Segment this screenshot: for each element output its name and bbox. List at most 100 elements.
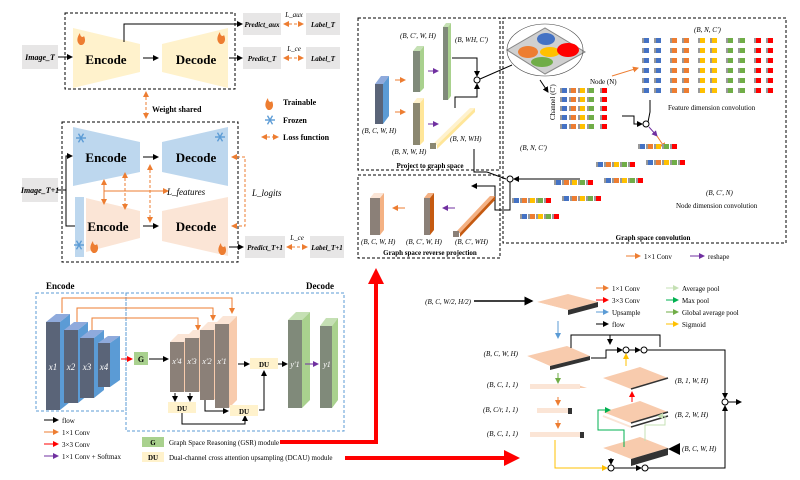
node-cube [571, 88, 576, 93]
image-t-label: Image_T [24, 53, 56, 62]
node-cube [562, 106, 567, 111]
svg-text:(B, C, W, H): (B, C, W, H) [484, 350, 519, 358]
node-cube [530, 198, 535, 203]
node-cube [672, 88, 677, 93]
svg-text:3×3 Conv: 3×3 Conv [612, 297, 640, 305]
du-module [250, 358, 278, 369]
svg-text:flow: flow [612, 321, 626, 329]
node-cube [740, 58, 745, 63]
node-cube [740, 88, 745, 93]
node-cube [571, 124, 576, 129]
panel-c-gsr: Project to graph space Graph space rever… [357, 17, 787, 261]
svg-text:x4: x4 [99, 362, 109, 372]
node-cube [522, 214, 527, 219]
node-cube [756, 38, 761, 43]
svg-text:Graph Space Reasoning (GSR) mo: Graph Space Reasoning (GSR) module [169, 439, 279, 447]
svg-text:(B, C', W, H): (B, C', W, H) [400, 32, 437, 40]
node-cube [712, 88, 717, 93]
decoder-block-x1p: x'1 [215, 316, 237, 408]
node-cube [700, 48, 705, 53]
flame-icon [265, 98, 274, 110]
node-cube [768, 68, 773, 73]
node-cube [556, 180, 561, 185]
student-encode-label: Encode [87, 219, 128, 234]
node-cube [588, 196, 593, 201]
svg-text:(B, 1, W, H): (B, 1, W, H) [675, 377, 709, 385]
node-cube [589, 124, 594, 129]
student-encoder [86, 198, 140, 252]
node-cube [712, 68, 717, 73]
loss-ce-student: L_ce [289, 234, 304, 242]
node-cube [740, 38, 745, 43]
node-cube [622, 178, 627, 183]
svg-text:(B, C', N): (B, C', N) [706, 189, 733, 197]
node-cube [638, 178, 643, 183]
svg-text:(B, C, W, H): (B, C, W, H) [361, 238, 396, 246]
node-cube [656, 68, 661, 73]
node-cube [680, 160, 685, 165]
loss-logits: L_logits [251, 188, 282, 198]
svg-text:(B, C', W, H): (B, C', W, H) [406, 238, 443, 246]
svg-text:DU: DU [239, 408, 249, 416]
node-cube [522, 198, 527, 203]
node-cube [606, 178, 611, 183]
label-t: Label_T [310, 55, 336, 63]
node-cube [672, 48, 677, 53]
add-icon [721, 398, 729, 406]
node-cube [684, 48, 689, 53]
legend-frozen: Frozen [283, 116, 307, 125]
node-cube [640, 144, 645, 149]
node-cube [656, 78, 661, 83]
node-cube [740, 68, 745, 73]
node-cube [656, 144, 661, 149]
node-cube [554, 214, 559, 219]
node-cube [644, 68, 649, 73]
svg-text:DU: DU [177, 405, 187, 413]
node-cube [562, 115, 567, 120]
node-cube [728, 78, 733, 83]
add-icon [641, 464, 649, 472]
node-cube [656, 38, 661, 43]
node-cube [740, 48, 745, 53]
node-cube [728, 58, 733, 63]
node-cube [712, 38, 717, 43]
node-cube [672, 78, 677, 83]
label-t1: Label_T+1 [310, 244, 343, 252]
svg-text:(B, C, W/2, H/2): (B, C, W/2, H/2) [425, 298, 472, 306]
svg-text:x'3: x'3 [186, 357, 196, 366]
node-cube [571, 106, 576, 111]
node-cube [644, 58, 649, 63]
node-cube [564, 196, 569, 201]
node-cube [630, 178, 635, 183]
du-module [230, 405, 258, 416]
legend-trainable: Trainable [283, 98, 317, 107]
panel-d-dcau: (B, C, W/2, H/2) (B, C, W, H) (B, C, 1, … [425, 285, 742, 472]
student-decoder [162, 197, 228, 256]
node-cube [571, 97, 576, 102]
svg-text:(B, C, W, H): (B, C, W, H) [682, 445, 717, 453]
predict-t: Predict_T [248, 55, 277, 63]
gsr-pointer-arrow [280, 268, 384, 444]
svg-text:G: G [138, 355, 144, 364]
node-cube [602, 88, 607, 93]
label-t-aux: Label_T [310, 21, 336, 29]
svg-text:Sigmoid: Sigmoid [682, 321, 706, 329]
node-cube [664, 144, 669, 149]
frozen-encoder [73, 127, 140, 186]
node-cube [602, 106, 607, 111]
project-title: Project to graph space [397, 162, 464, 170]
node-cube [672, 160, 677, 165]
svg-text:DU: DU [259, 361, 269, 369]
panel-b-legend: flow 1×1 Conv 3×3 Conv 1×1 Conv + Softma… [44, 417, 333, 462]
image-t-box [22, 45, 58, 69]
svg-text:(B, WH, C'): (B, WH, C') [455, 36, 489, 44]
loss-features: L_features [166, 187, 206, 197]
node-cube [562, 88, 567, 93]
conv-title: Graph space convolution [616, 234, 691, 242]
node-cube [700, 38, 705, 43]
node-cube [684, 78, 689, 83]
node-cube [546, 214, 551, 219]
node-cube [768, 48, 773, 53]
snowflake-icon [264, 114, 276, 126]
node-cube [572, 196, 577, 201]
